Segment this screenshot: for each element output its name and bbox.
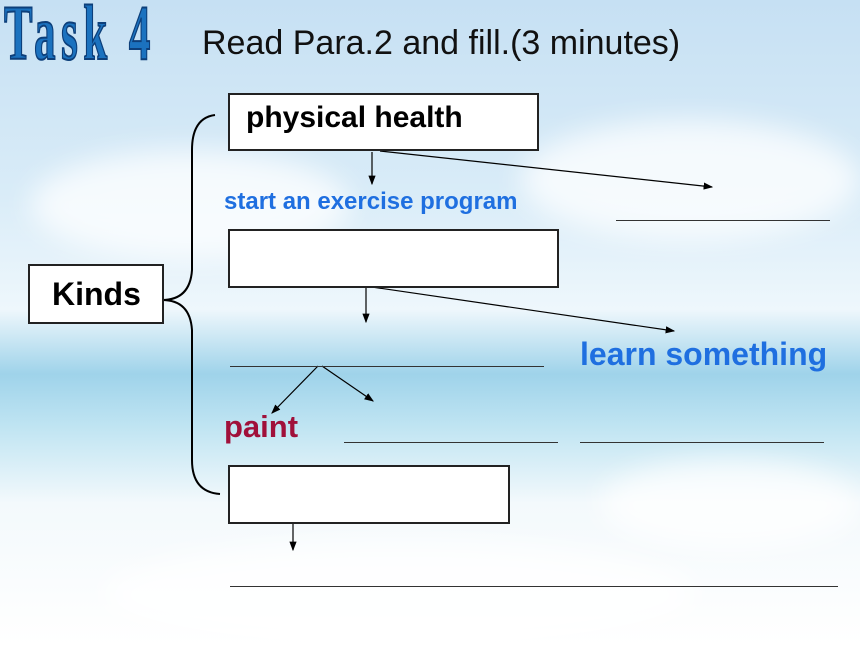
physical-health-box: physical health xyxy=(228,93,539,151)
arrow xyxy=(371,286,676,334)
instruction-text: Read Para.2 and fill.(3 minutes) xyxy=(202,24,681,62)
fill-blank[interactable] xyxy=(230,586,838,587)
paint-text: paint xyxy=(224,409,299,444)
fill-blank[interactable] xyxy=(616,220,830,221)
arrow xyxy=(321,365,374,402)
fill-blank[interactable] xyxy=(230,366,544,367)
kinds-label: Kinds xyxy=(52,276,141,312)
task-title: Task 4 xyxy=(3,0,156,76)
cloud xyxy=(100,540,700,645)
fill-blank[interactable] xyxy=(580,442,824,443)
arrow xyxy=(379,150,714,190)
arrow xyxy=(271,365,319,414)
exercise-program-text: start an exercise program xyxy=(224,188,518,215)
brace-upper xyxy=(161,114,216,301)
blank-box-2[interactable] xyxy=(228,229,559,288)
blank-box-3[interactable] xyxy=(228,465,510,524)
physical-health-label: physical health xyxy=(246,101,463,134)
learn-something-text: learn something xyxy=(580,336,828,372)
cloud xyxy=(600,460,860,550)
fill-blank[interactable] xyxy=(344,442,558,443)
kinds-box: Kinds xyxy=(28,264,164,324)
brace-lower xyxy=(161,299,221,495)
